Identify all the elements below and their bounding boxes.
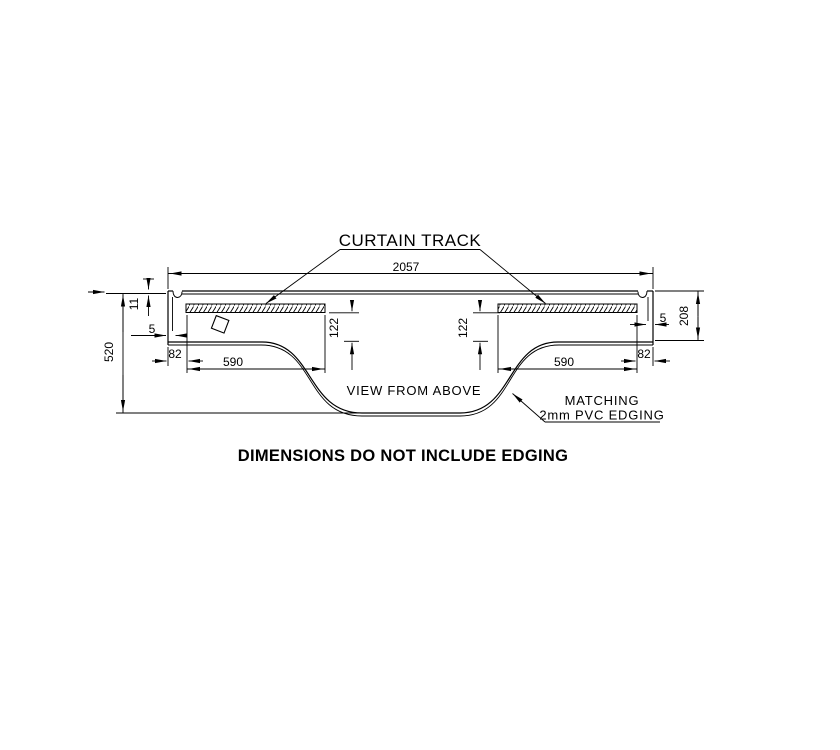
dim-left-track-length: 590 bbox=[187, 315, 326, 373]
dim-left-edge-gap: 5 bbox=[131, 297, 187, 338]
right-track-length-value: 590 bbox=[554, 355, 574, 369]
dim-overall-depth: 520 bbox=[102, 293, 362, 414]
left-track-offset-value: 82 bbox=[168, 347, 182, 361]
dim-top-edge-gap: 11 bbox=[127, 278, 154, 316]
view-from-above-label: VIEW FROM ABOVE bbox=[347, 383, 482, 398]
edging-note-line1: MATCHING bbox=[565, 393, 640, 408]
end-depth-value: 208 bbox=[677, 306, 691, 326]
curtain-track-label: CURTAIN TRACK bbox=[339, 231, 482, 250]
dim-right-track-length: 590 bbox=[497, 315, 638, 373]
right-edge-gap-value: 5 bbox=[660, 311, 667, 325]
front-edge bbox=[168, 341, 653, 414]
dim-left-track-to-front: 122 bbox=[327, 299, 359, 370]
right-notch bbox=[637, 290, 648, 298]
dim-right-track-to-front: 122 bbox=[456, 299, 500, 370]
dim-end-depth: 208 bbox=[655, 290, 704, 341]
overall-width-value: 2057 bbox=[393, 260, 420, 274]
right-track-offset-value: 82 bbox=[637, 347, 651, 361]
left-edge-gap-value: 5 bbox=[149, 322, 156, 336]
right-track-to-front-value: 122 bbox=[456, 318, 470, 338]
edging-note: MATCHING 2mm PVC EDGING bbox=[512, 393, 664, 423]
tilted-square-symbol bbox=[210, 314, 230, 334]
front-edge-edging bbox=[168, 344, 653, 417]
panel-outline bbox=[167, 290, 654, 417]
left-track-to-front-value: 122 bbox=[327, 318, 341, 338]
overall-depth-value: 520 bbox=[102, 342, 116, 362]
dim-right-track-offset: 82 bbox=[621, 347, 670, 366]
dim-right-edge-gap: 5 bbox=[630, 297, 669, 327]
top-edge-gap-value: 11 bbox=[127, 297, 141, 310]
dim-overall-width: 2057 bbox=[167, 260, 654, 289]
left-notch bbox=[172, 290, 183, 298]
footer-note: DIMENSIONS DO NOT INCLUDE EDGING bbox=[238, 447, 568, 465]
curtain-track-left bbox=[185, 303, 326, 313]
curtain-track-right bbox=[497, 303, 638, 313]
curtain-track-callout: CURTAIN TRACK bbox=[265, 231, 546, 304]
left-track-length-value: 590 bbox=[223, 355, 243, 369]
edging-note-line2: 2mm PVC EDGING bbox=[539, 408, 664, 423]
dim-left-track-offset: 82 bbox=[152, 315, 203, 373]
